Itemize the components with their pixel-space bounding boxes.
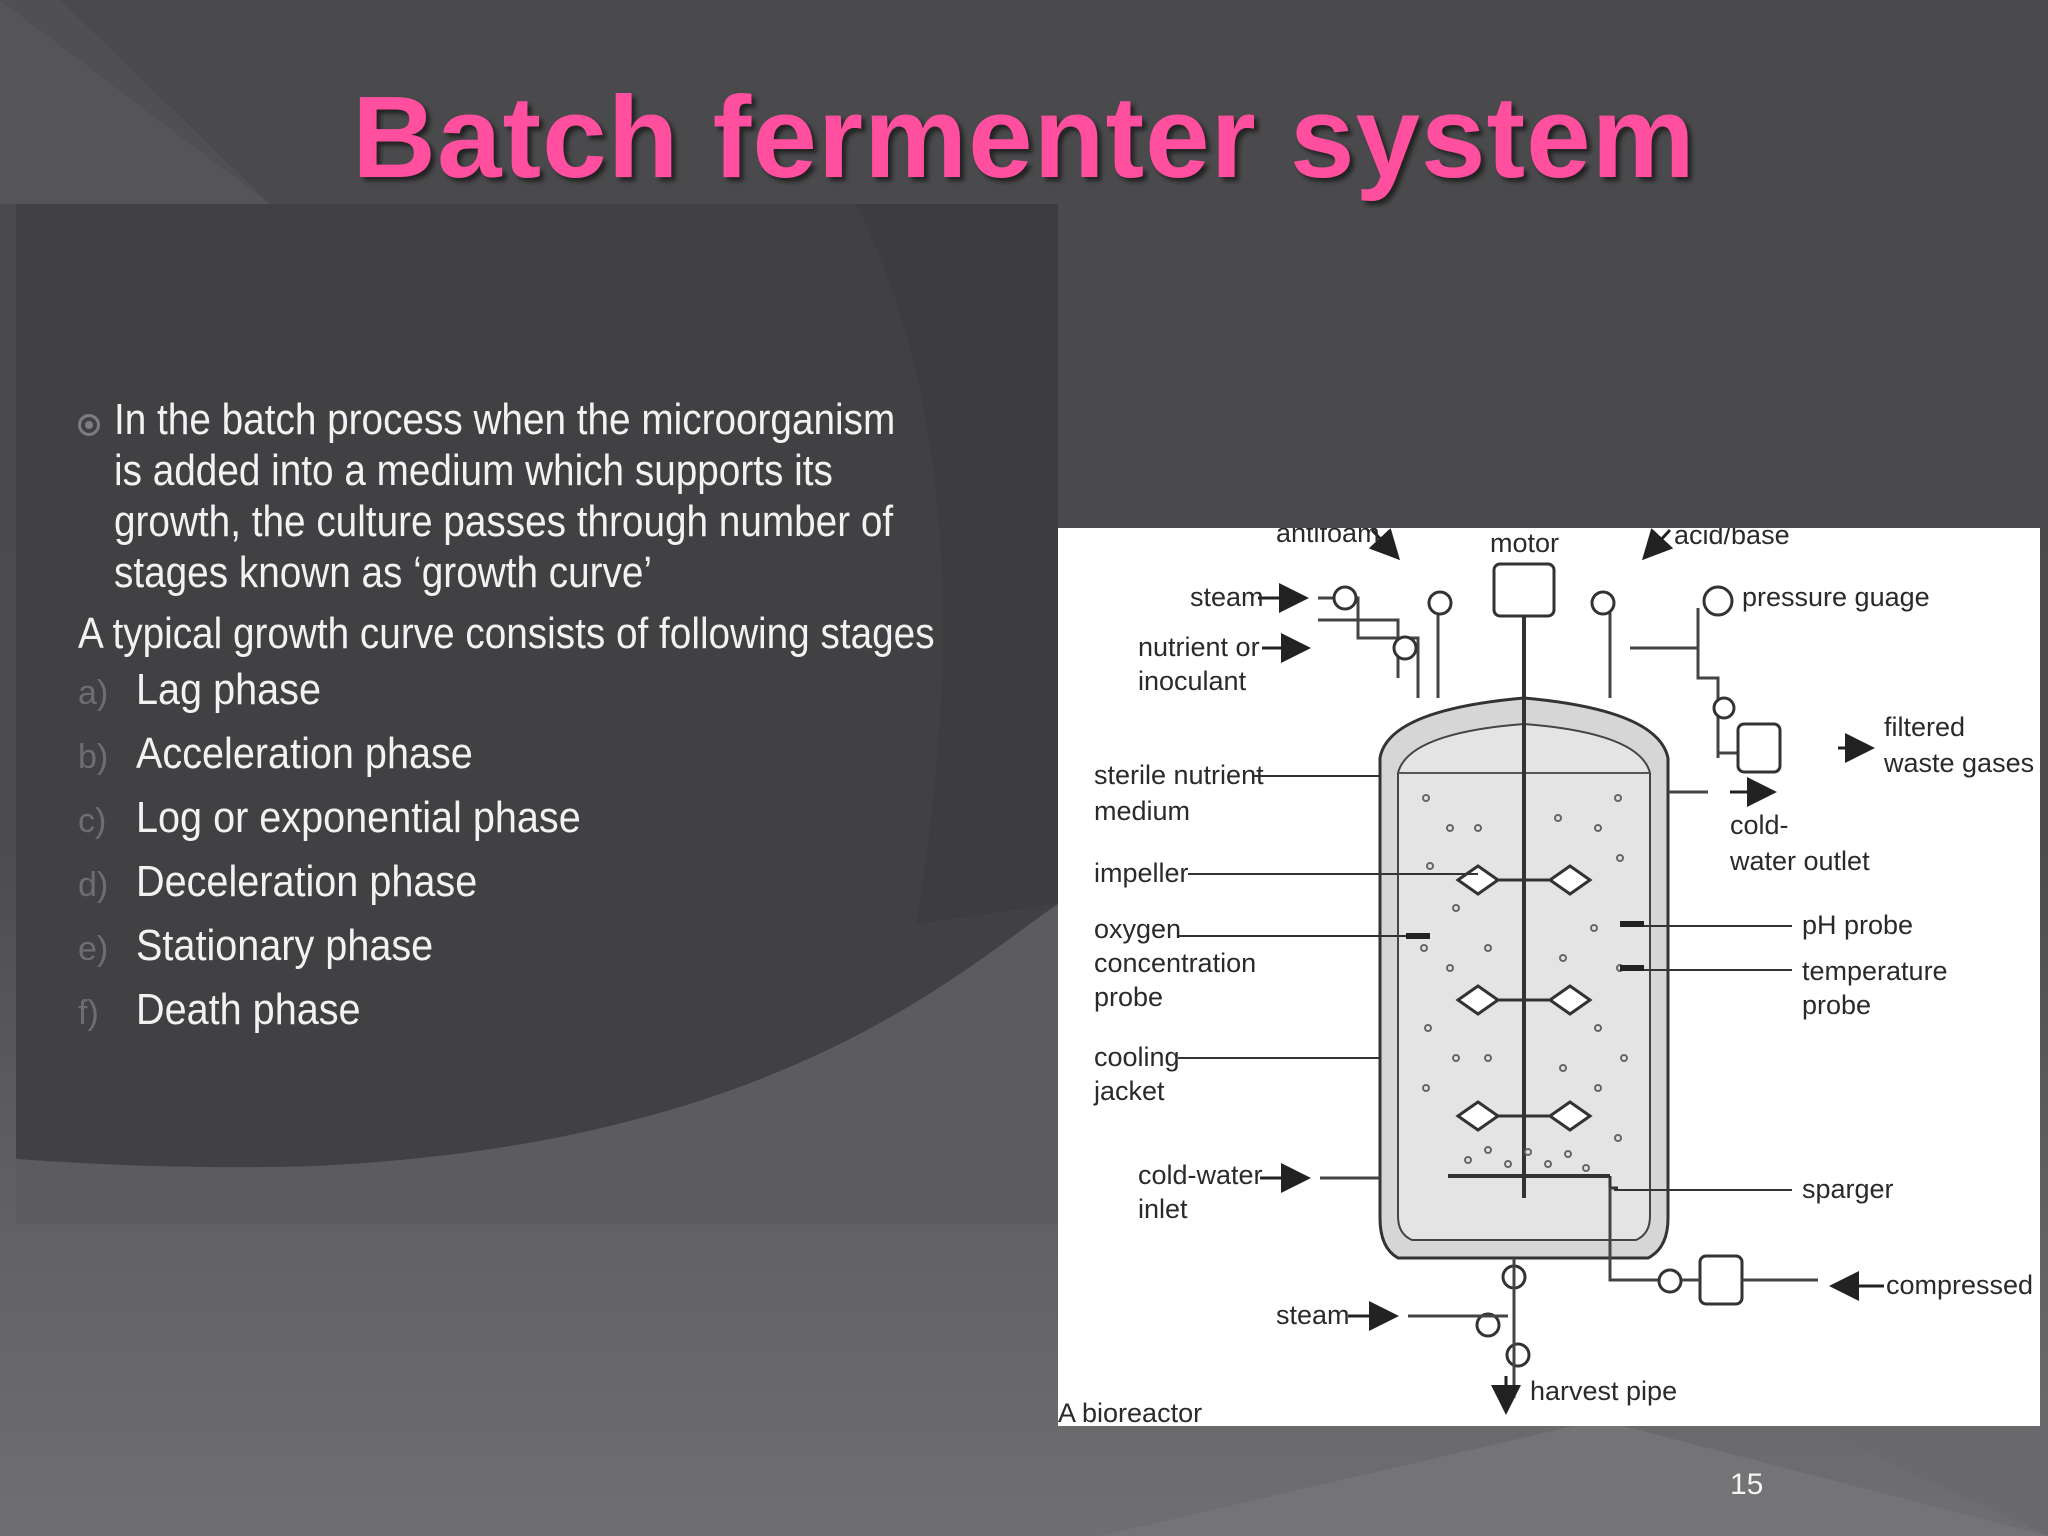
label-steam-top: steam	[1190, 582, 1264, 612]
bioreactor-drawing: antifoam motor acid/base steam pressure …	[1058, 528, 2040, 1426]
label-acid-base: acid/base	[1674, 528, 1790, 550]
leader-lines	[1178, 775, 1792, 1191]
intro-bullet: In the batch process when the microorgan…	[78, 394, 1038, 598]
label-sterile-nutrient: sterile nutrient	[1094, 760, 1264, 790]
text-panel: In the batch process when the microorgan…	[16, 204, 1058, 1224]
list-item: c) Log or exponential phase	[78, 793, 1038, 857]
bullet-text: In the batch process when the microorgan…	[114, 395, 896, 597]
text-content: In the batch process when the microorgan…	[78, 394, 1038, 1049]
stage-label: Acceleration phase	[136, 729, 473, 778]
shaft-and-motor	[1455, 562, 1593, 1198]
list-item: f) Death phase	[78, 985, 1038, 1049]
stage-label: Lag phase	[136, 665, 321, 714]
list-marker: d)	[78, 866, 109, 904]
air-filter-unit	[1698, 1254, 1744, 1306]
label-medium: medium	[1094, 796, 1190, 826]
page-number: 15	[1730, 1468, 1764, 1501]
label-steam-bottom: steam	[1276, 1300, 1350, 1330]
label-pressure-gauge: pressure guage	[1742, 582, 1930, 612]
label-inoculant: inoculant	[1138, 666, 1247, 696]
label-antifoam: antifoam	[1276, 528, 1380, 548]
flow-arrows	[1258, 528, 1884, 1415]
label-water-outlet: water outlet	[1729, 846, 1870, 876]
label-filtered: filtered	[1884, 712, 1965, 742]
label-inlet: inlet	[1138, 1194, 1188, 1224]
bullet-circle-icon	[78, 414, 100, 436]
label-sparger: sparger	[1802, 1174, 1894, 1204]
list-marker: b)	[78, 738, 109, 776]
label-cold-water: cold-water	[1138, 1160, 1263, 1190]
label-ph-probe: pH probe	[1802, 910, 1913, 940]
list-item: d) Deceleration phase	[78, 857, 1038, 921]
list-item: e) Stationary phase	[78, 921, 1038, 985]
label-oxygen: oxygen	[1094, 914, 1181, 944]
stage-label: Log or exponential phase	[136, 793, 581, 842]
stage-label: Death phase	[136, 985, 361, 1034]
slide-title: Batch fermenter system	[352, 72, 1696, 202]
list-marker: f)	[78, 994, 99, 1032]
bioreactor-diagram: antifoam motor acid/base steam pressure …	[1058, 528, 2040, 1426]
panel-decoration	[16, 204, 1058, 1224]
label-cold-outlet: cold-	[1730, 810, 1789, 840]
label-temperature-probe: probe	[1802, 990, 1871, 1020]
list-item: b) Acceleration phase	[78, 729, 1038, 793]
label-waste-gases: waste gases	[1883, 748, 2034, 778]
label-nutrient: nutrient or	[1138, 632, 1260, 662]
stage-list: a) Lag phase b) Acceleration phase c) Lo…	[78, 665, 1038, 1049]
stage-label: Stationary phase	[136, 921, 434, 970]
diagram-caption: A bioreactor	[1058, 1398, 1202, 1426]
label-harvest-pipe: harvest pipe	[1530, 1376, 1677, 1406]
label-concentration: concentration	[1094, 948, 1256, 978]
list-marker: e)	[78, 930, 109, 968]
probes	[1406, 921, 1644, 971]
stage-label: Deceleration phase	[136, 857, 478, 906]
label-cooling: cooling	[1094, 1042, 1180, 1072]
label-temperature: temperature	[1802, 956, 1948, 986]
label-compressed-air: compressed air	[1886, 1270, 2040, 1300]
list-item: a) Lag phase	[78, 665, 1038, 729]
bubbles	[1420, 794, 1628, 1172]
jacket-pipes	[1320, 790, 1818, 1398]
list-marker: a)	[78, 674, 109, 712]
list-marker: c)	[78, 802, 107, 840]
stages-intro: A typical growth curve consists of follo…	[78, 609, 935, 658]
label-motor: motor	[1490, 528, 1559, 558]
label-impeller: impeller	[1094, 858, 1189, 888]
pressure-gauge-icon	[1702, 585, 1734, 617]
label-jacket: jacket	[1093, 1076, 1165, 1106]
filter-unit	[1736, 722, 1782, 774]
label-oxygen-probe: probe	[1094, 982, 1163, 1012]
